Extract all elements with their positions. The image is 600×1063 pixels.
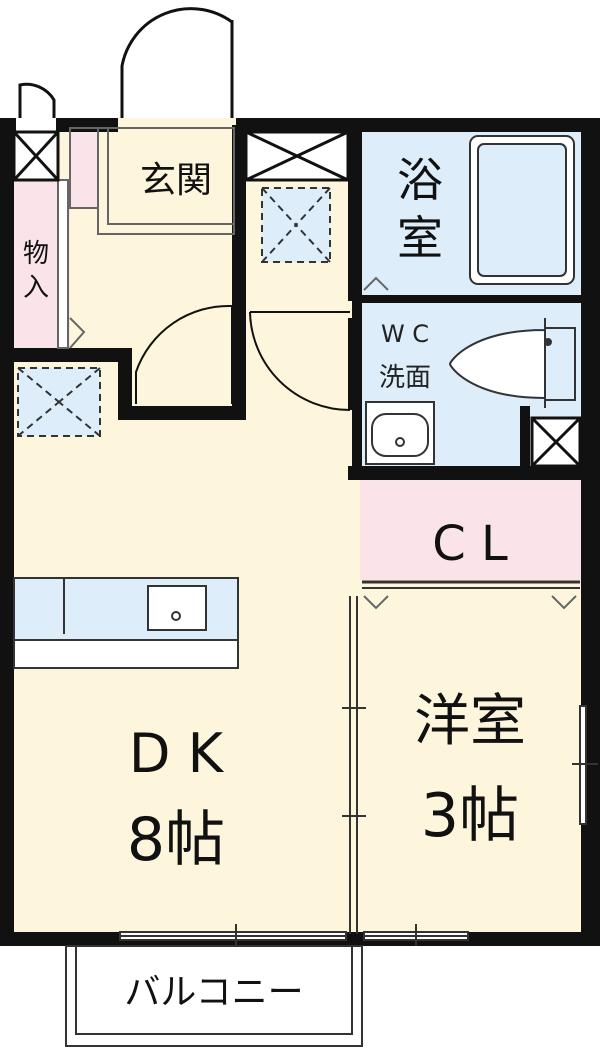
balcony [65,945,363,1047]
room-label-western-line2: 3帖 [421,781,519,851]
bathtub-icon [469,135,575,285]
room-label-bath-line1: 浴 [397,153,443,207]
room-label-wc-line2: 洗面 [379,363,431,393]
room-label-balcony: バルコニー [124,972,303,1013]
balcony-windows [119,924,469,946]
room-label-storage-line2: 入 [23,273,49,303]
room-label-western-line1: 洋室 [414,689,526,754]
genkan-floor [98,125,238,237]
room-label-closet: C L [432,516,508,572]
room-label-dk-line2: 8帖 [127,805,225,875]
storage-door-swing [18,82,56,118]
wc-door-swing [249,311,351,411]
western-room-partition [342,596,366,934]
wash-basin-icon [365,401,435,465]
toilet-icon [448,318,576,408]
closet-floor [360,478,582,580]
room-label-dk-line1: D K [129,722,225,785]
room-label-bath-line2: 室 [397,211,443,265]
kitchen-counter [13,577,239,669]
entrance-opening [118,117,236,133]
interior-walls [12,125,584,480]
ceiling-vent-icon [261,187,331,263]
pipe-shaft-icon [12,130,60,182]
room-label-storage-line1: 物 [23,239,49,269]
hall-door-swing [135,304,233,404]
ceiling-vent-icon [17,367,101,437]
western-floor [360,580,582,937]
room-label-wc-line1: W C [381,320,429,348]
sink-icon [147,585,207,631]
monoire-top [70,125,98,207]
entrance-door-swing [120,7,234,118]
pipe-shaft-icon [530,416,582,468]
pipe-shaft-icon [244,130,350,182]
room-label-genkan: 玄関 [140,160,212,201]
